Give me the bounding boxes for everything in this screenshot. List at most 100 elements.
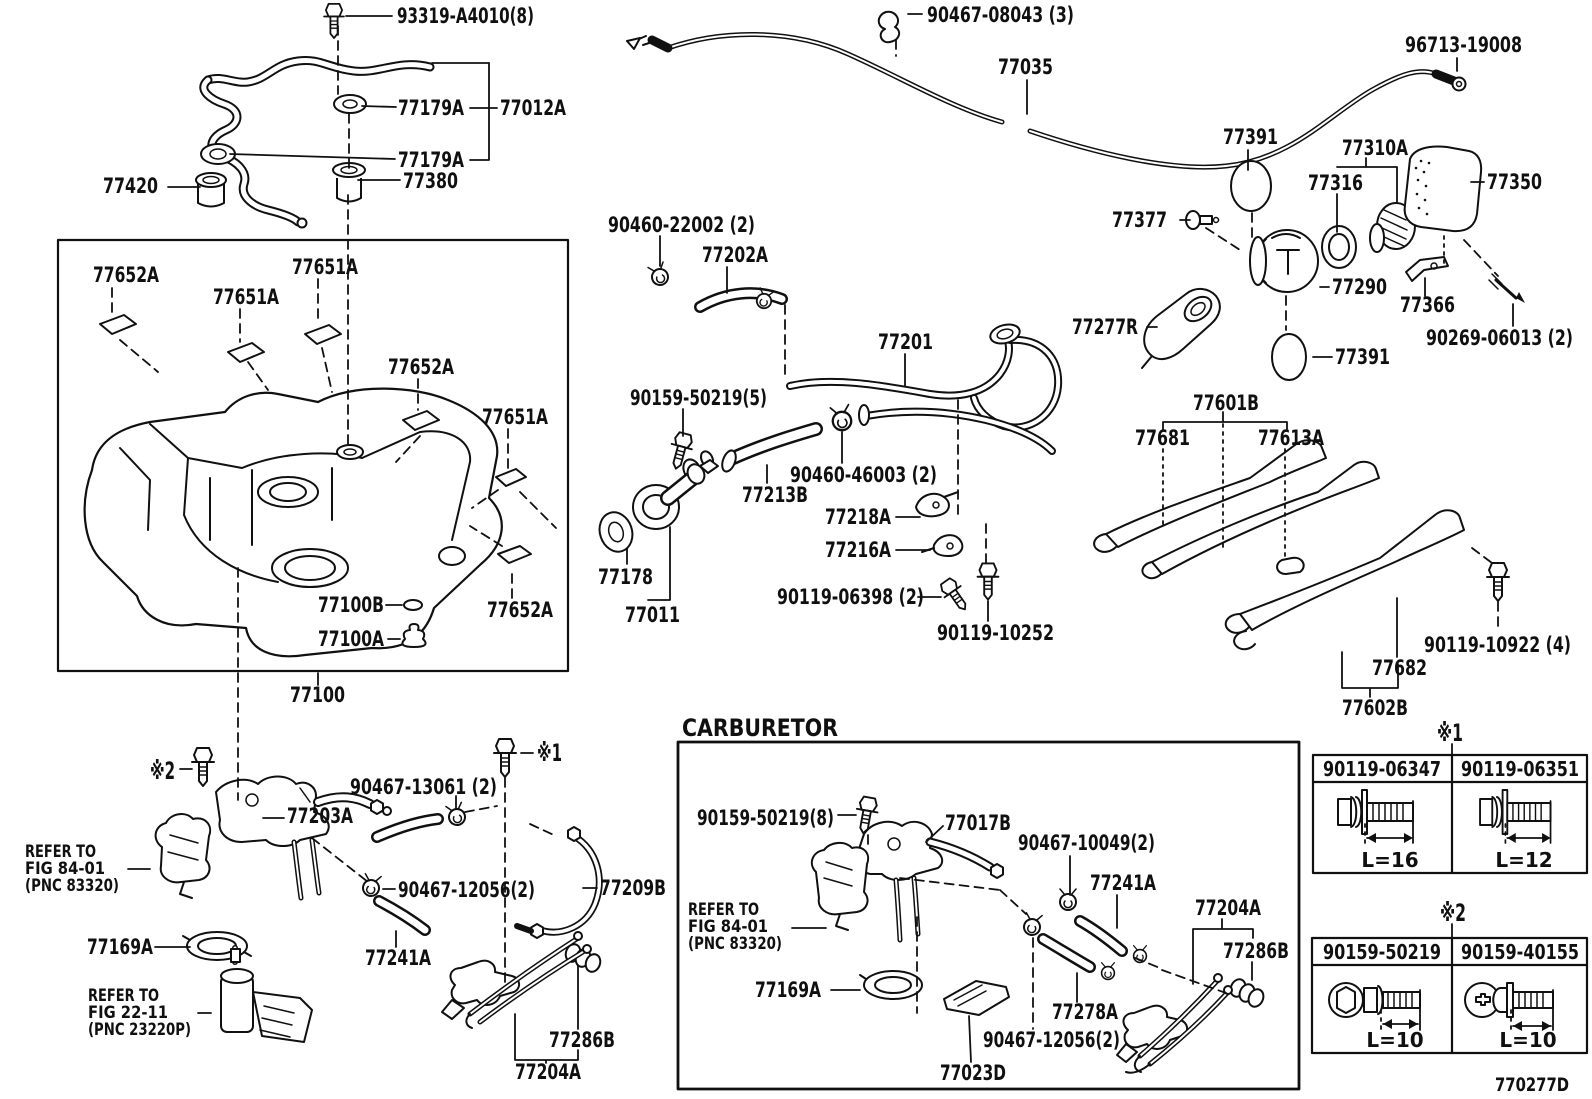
fastener-table-2: 90159-50219 90159-40155 L=10 L=10 ※2 <box>1310 899 1589 1055</box>
breather-tube-illustration <box>195 2 435 229</box>
refer-note-3-line3: (PNC 83320) <box>688 934 782 954</box>
fuel-shield-77350 <box>1403 145 1483 233</box>
refer-note-1-line2: FIG 84-01 <box>25 859 105 879</box>
part-label-77651a-2: 77651A <box>292 255 359 279</box>
fuel-filler-pipe-illustration <box>598 261 1063 616</box>
carburetor-pump-group-illustration <box>810 794 1265 1074</box>
refer-note-2-line3: (PNC 23220P) <box>88 1020 191 1040</box>
part-label-77241a-2: 77241A <box>1090 871 1157 895</box>
part-label-77218a: 77218A <box>825 505 892 529</box>
fuel-pump-group-illustration <box>154 738 603 1043</box>
part-label-90460-22002: 90460-22002 (2) <box>608 213 755 237</box>
leader-lines <box>111 13 1514 1064</box>
part-label-77350: 77350 <box>1487 170 1542 194</box>
part-label-77023d: 77023D <box>940 1061 1006 1085</box>
part-label-90467-12056-2: 90467-12056(2) <box>983 1028 1120 1052</box>
part-label-90119-10922: 90119-10922 (4) <box>1424 633 1571 657</box>
part-label-77012a: 77012A <box>500 96 567 120</box>
part-label-77310a: 77310A <box>1342 136 1409 160</box>
refer-note-2-line2: FIG 22-11 <box>88 1003 168 1023</box>
part-label-77278a: 77278A <box>1052 1000 1119 1024</box>
part-label-90467-08043: 90467-08043 (3) <box>927 3 1074 27</box>
part-label-77213b: 77213B <box>742 483 808 507</box>
part-label-77602b: 77602B <box>1342 696 1408 720</box>
fuel-cable-illustration <box>626 10 1467 170</box>
refer-note-1-line1: REFER TO <box>25 842 96 862</box>
fuel-tank-box <box>56 238 570 673</box>
part-label-90269-06013: 90269-06013 (2) <box>1426 326 1573 350</box>
tank-straps-illustration <box>1093 439 1510 651</box>
part-label-90119-06398: 90119-06398 (2) <box>777 585 924 609</box>
table2-dim-2: L=10 <box>1499 1028 1556 1052</box>
table2-part-1: 90159-50219 <box>1323 940 1441 964</box>
part-label-77290: 77290 <box>1332 275 1387 299</box>
part-labels-layer: 93319-A4010(8) 77179A 77012A 77179A 77420 773… <box>25 3 1573 1085</box>
part-label-77216a: 77216A <box>825 538 892 562</box>
part-label-90460-46003: 90460-46003 (2) <box>790 463 937 487</box>
part-label-77366: 77366 <box>1400 293 1455 317</box>
refer-note-3-line1: REFER TO <box>688 900 759 920</box>
part-label-77377: 77377 <box>1112 208 1167 232</box>
part-label-90467-12056-1: 90467-12056(2) <box>398 878 535 902</box>
refer-note-1-line3: (PNC 83320) <box>25 876 119 896</box>
table1-part-1: 90119-06347 <box>1323 757 1441 781</box>
part-label-77652a-1: 77652A <box>93 263 160 287</box>
part-label-77178: 77178 <box>598 565 653 589</box>
tank-shield-pads <box>99 314 532 564</box>
part-label-77209b: 77209B <box>600 876 666 900</box>
part-label-77391-1: 77391 <box>1223 125 1278 149</box>
part-label-77179a-1: 77179A <box>398 96 465 120</box>
cable-clip-icon <box>877 10 901 44</box>
part-label-77420: 77420 <box>103 174 158 198</box>
part-label-77651a-1: 77651A <box>213 285 280 309</box>
part-label-77391-2: 77391 <box>1335 345 1390 369</box>
part-label-77652a-3: 77652A <box>487 598 554 622</box>
refer-note-3-line2: FIG 84-01 <box>688 917 768 937</box>
filler-cap-illustration <box>1141 145 1525 381</box>
part-label-77017b: 77017B <box>945 811 1011 835</box>
part-label-77601b: 77601B <box>1193 391 1259 415</box>
carburetor-section-title: CARBURETOR <box>682 714 838 742</box>
part-label-77316: 77316 <box>1308 171 1363 195</box>
marker-note-2: ※2 <box>150 757 175 785</box>
refer-note-2-line1: REFER TO <box>88 986 159 1006</box>
table2-part-2: 90159-40155 <box>1461 940 1579 964</box>
table1-dim-1: L=16 <box>1361 848 1418 872</box>
part-label-90159-50219-5: 90159-50219(5) <box>630 386 767 410</box>
part-label-77613a: 77613A <box>1258 426 1325 450</box>
fuel-tank-illustration <box>83 314 532 658</box>
marker-note-1: ※1 <box>537 739 562 767</box>
part-label-77204a-1: 77204A <box>515 1060 582 1084</box>
part-label-77179a-2: 77179A <box>398 148 465 172</box>
part-label-77100a: 77100A <box>318 627 385 651</box>
part-label-77204a-2: 77204A <box>1195 896 1262 920</box>
part-label-77681: 77681 <box>1135 426 1190 450</box>
table2-dim-1: L=10 <box>1366 1028 1423 1052</box>
part-label-77380: 77380 <box>403 169 458 193</box>
part-label-77203a: 77203A <box>287 804 354 828</box>
diagram-code: 770277D <box>1495 1074 1569 1096</box>
part-label-90159-50219-8: 90159-50219(8) <box>697 806 834 830</box>
part-label-77202a: 77202A <box>702 243 769 267</box>
part-label-77286b-2: 77286B <box>1223 939 1289 963</box>
part-label-77286b-1: 77286B <box>549 1028 615 1052</box>
part-label-77169a-1: 77169A <box>87 935 154 959</box>
part-label-77100: 77100 <box>290 683 345 707</box>
part-label-93319-a4010: 93319-A4010(8) <box>397 4 534 28</box>
part-label-77201: 77201 <box>878 330 933 354</box>
part-label-77241a-1: 77241A <box>365 946 432 970</box>
carburetor-box <box>676 740 1301 1091</box>
part-label-90467-10049: 90467-10049(2) <box>1018 831 1155 855</box>
fastener-table-1: 90119-06347 90119-06351 L=16 L=12 ※1 <box>1311 719 1589 875</box>
part-label-77651a-3: 77651A <box>482 405 549 429</box>
part-label-90467-13061: 90467-13061 (2) <box>350 775 497 799</box>
part-label-77277r: 77277R <box>1072 315 1138 339</box>
part-label-77652a-2: 77652A <box>388 355 455 379</box>
table1-dim-2: L=12 <box>1495 848 1552 872</box>
part-label-77011: 77011 <box>625 603 680 627</box>
table1-marker: ※1 <box>1437 719 1463 747</box>
part-label-77682: 77682 <box>1372 656 1427 680</box>
part-label-77169a-2: 77169A <box>755 978 822 1002</box>
